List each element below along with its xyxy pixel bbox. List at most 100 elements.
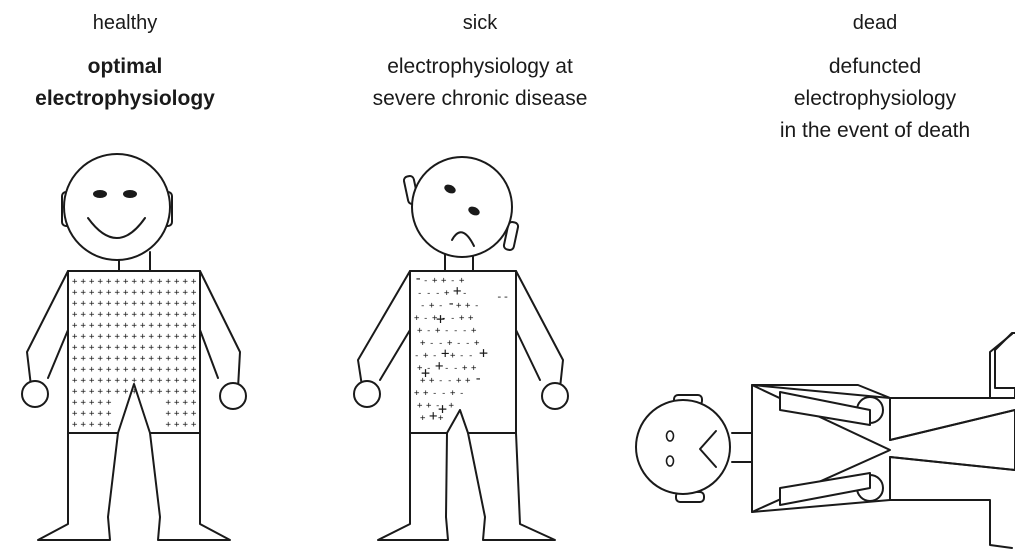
charge-plus-mark: + bbox=[123, 365, 129, 375]
charge-plus-mark: + bbox=[149, 343, 155, 353]
charge-plus-mark: + bbox=[132, 354, 138, 364]
charge-plus-mark: + bbox=[115, 365, 121, 375]
charge-plus-mark: + bbox=[89, 321, 95, 331]
charge-plus-mark: + bbox=[72, 365, 78, 375]
charge-plus-mark: + bbox=[132, 376, 138, 386]
charge-plus-mark: + bbox=[115, 310, 121, 320]
charge-plus-mark: + bbox=[106, 409, 112, 419]
charge-plus-mark: + bbox=[423, 389, 429, 399]
charge-plus-mark: + bbox=[432, 276, 438, 286]
charge-plus-mark: + bbox=[123, 332, 129, 342]
charge-plus-mark: + bbox=[98, 288, 104, 298]
charge-plus-mark: + bbox=[81, 343, 87, 353]
healthy-left-hand bbox=[22, 381, 48, 407]
charge-plus-mark: + bbox=[140, 321, 146, 331]
charge-plus-mark: + bbox=[174, 387, 180, 397]
charge-plus-mark: + bbox=[98, 310, 104, 320]
charge-plus-mark: + bbox=[183, 332, 189, 342]
healthy-right-leg bbox=[150, 433, 230, 540]
charge-plus-mark: + bbox=[149, 321, 155, 331]
charge-plus-mark: + bbox=[123, 288, 129, 298]
charge-plus-mark: + bbox=[191, 288, 197, 298]
charge-plus-mark: + bbox=[174, 332, 180, 342]
charge-minus-mark: - bbox=[462, 326, 467, 336]
healthy-figure: ++++++++++++++++++++++++++++++++++++++++… bbox=[22, 154, 246, 540]
charge-plus-mark: + bbox=[89, 409, 95, 419]
charge-plus-mark: + bbox=[157, 343, 163, 353]
sick-left-arm bbox=[358, 271, 410, 386]
healthy-left-arm bbox=[27, 271, 68, 386]
charge-plus-mark: + bbox=[183, 398, 189, 408]
charge-plus-mark: + bbox=[98, 420, 104, 430]
charge-plus-mark: + bbox=[183, 354, 189, 364]
sick-left-hand bbox=[354, 381, 380, 407]
charge-plus-mark: + bbox=[157, 288, 163, 298]
charge-plus-mark: + bbox=[421, 364, 430, 382]
sick-head bbox=[412, 157, 512, 257]
charge-minus-mark: - bbox=[447, 296, 455, 312]
healthy-left-eye bbox=[93, 190, 107, 198]
charge-plus-mark: + bbox=[89, 299, 95, 309]
healthy-right-arm bbox=[200, 271, 240, 388]
charge-plus-mark: + bbox=[166, 420, 172, 430]
charge-plus-mark: + bbox=[183, 299, 189, 309]
charge-plus-mark: + bbox=[115, 277, 121, 287]
charge-plus-mark: + bbox=[81, 321, 87, 331]
charge-plus-mark: + bbox=[174, 365, 180, 375]
charge-minus-mark: - bbox=[456, 339, 461, 349]
sick-figure: --++-+---++--+--++-+-+--+++-+---++--+--+… bbox=[354, 157, 568, 540]
charge-plus-mark: + bbox=[115, 288, 121, 298]
charge-plus-mark: + bbox=[115, 332, 121, 342]
charge-plus-mark: + bbox=[429, 301, 435, 311]
charge-minus-mark: - bbox=[459, 351, 464, 361]
charge-plus-mark: + bbox=[183, 420, 189, 430]
charge-minus-mark: - bbox=[435, 289, 440, 299]
charge-plus-mark: + bbox=[183, 387, 189, 397]
charge-plus-mark: + bbox=[72, 354, 78, 364]
charge-minus-mark: - bbox=[474, 301, 479, 311]
healthy-plus-charges: ++++++++++++++++++++++++++++++++++++++++… bbox=[72, 277, 197, 430]
charge-plus-mark: + bbox=[81, 354, 87, 364]
charge-plus-mark: + bbox=[140, 277, 146, 287]
charge-plus-mark: + bbox=[81, 398, 87, 408]
charge-plus-mark: + bbox=[106, 354, 112, 364]
charge-plus-mark: + bbox=[106, 310, 112, 320]
charge-plus-mark: + bbox=[115, 343, 121, 353]
charge-plus-mark: + bbox=[89, 376, 95, 386]
charge-plus-mark: + bbox=[191, 277, 197, 287]
charge-plus-mark: + bbox=[123, 376, 129, 386]
charge-plus-mark: + bbox=[132, 321, 138, 331]
charge-plus-mark: + bbox=[140, 387, 146, 397]
charge-minus-mark: - bbox=[429, 339, 434, 349]
charge-plus-mark: + bbox=[157, 365, 163, 375]
charge-plus-mark: + bbox=[174, 398, 180, 408]
charge-plus-mark: + bbox=[81, 387, 87, 397]
charge-plus-mark: + bbox=[106, 332, 112, 342]
charge-plus-mark: + bbox=[157, 376, 163, 386]
charge-plus-mark: + bbox=[149, 354, 155, 364]
charge-plus-mark: + bbox=[98, 277, 104, 287]
charge-plus-mark: + bbox=[106, 398, 112, 408]
charge-minus-mark: - bbox=[474, 371, 482, 387]
charge-plus-mark: + bbox=[115, 376, 121, 386]
charge-plus-mark: + bbox=[157, 310, 163, 320]
charge-plus-mark: + bbox=[438, 400, 447, 418]
charge-plus-mark: + bbox=[89, 365, 95, 375]
charge-minus-mark: - bbox=[417, 289, 422, 299]
charge-minus-mark: - bbox=[438, 376, 443, 386]
charge-plus-mark: + bbox=[132, 299, 138, 309]
charge-plus-mark: + bbox=[132, 343, 138, 353]
charge-plus-mark: + bbox=[123, 321, 129, 331]
charge-plus-mark: + bbox=[89, 288, 95, 298]
charge-plus-mark: + bbox=[81, 376, 87, 386]
charge-plus-mark: + bbox=[140, 354, 146, 364]
charge-plus-mark: + bbox=[450, 389, 456, 399]
charge-plus-mark: + bbox=[106, 365, 112, 375]
charge-minus-mark: - bbox=[423, 314, 428, 324]
charge-plus-mark: + bbox=[140, 310, 146, 320]
charge-plus-mark: + bbox=[166, 343, 172, 353]
charge-plus-mark: + bbox=[471, 326, 477, 336]
charge-plus-mark: + bbox=[183, 343, 189, 353]
charge-plus-mark: + bbox=[191, 299, 197, 309]
charge-minus-mark: - bbox=[420, 301, 425, 311]
